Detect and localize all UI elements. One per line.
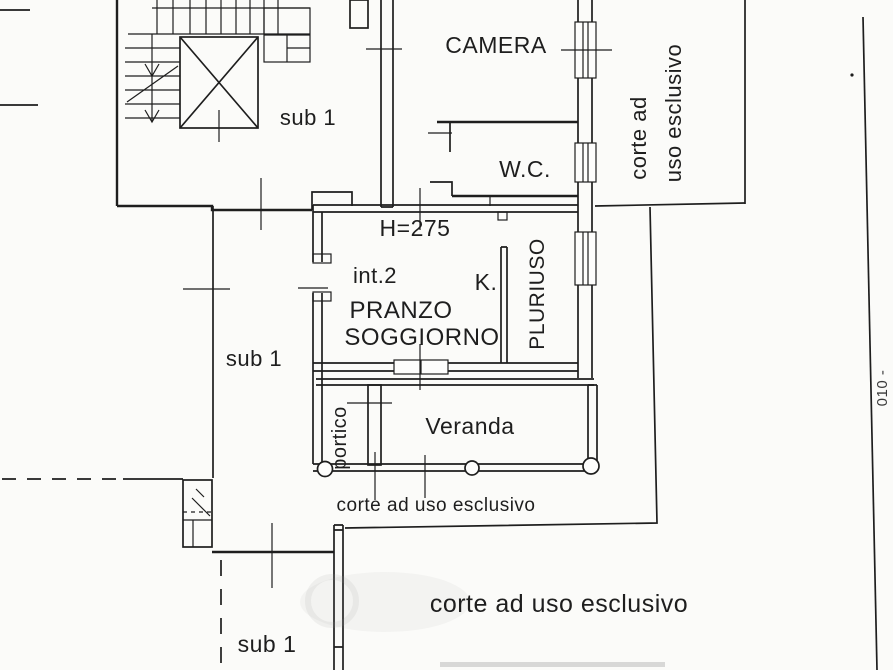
- label-kitchen: K.: [475, 269, 498, 295]
- boundary: [344, 206, 658, 529]
- lift-shaft-cross: [179, 36, 259, 129]
- partition-wall: [500, 246, 508, 363]
- label-sub1-corridor: sub 1: [226, 346, 282, 371]
- label-unit-number: int.2: [353, 263, 397, 288]
- pillar: [182, 479, 213, 548]
- label-corte-bottom: corte ad uso esclusivo: [430, 590, 688, 618]
- label-pranzo: PRANZO: [349, 297, 452, 324]
- column: [464, 460, 480, 476]
- south-wall: [313, 463, 597, 472]
- label-wc: W.C.: [499, 156, 551, 182]
- wc-room: W.C.: [428, 120, 578, 206]
- scan-smudge: [440, 662, 665, 667]
- ink-speck: [850, 73, 854, 77]
- label-corte-right-2: uso esclusivo: [661, 44, 686, 183]
- southwest-area: sub 1: [2, 478, 344, 670]
- stair-landing-divisions: [264, 34, 310, 62]
- watermark-ring: [305, 574, 359, 628]
- label-pluriuso: PLURIUSO: [526, 238, 549, 349]
- main-unit: H=275 int.2 K. PRANZO SOGGIORNO PLURIUSO: [312, 188, 578, 390]
- wall: [380, 0, 394, 208]
- thick-wall: [333, 524, 344, 670]
- label-sub1-court: sub 1: [238, 631, 297, 657]
- stair-arrow: [144, 109, 160, 124]
- label-soggiorno: SOGGIORNO: [344, 324, 499, 351]
- duct: [349, 0, 369, 29]
- edge-fragment: [0, 9, 38, 106]
- margin-note: 010 -: [874, 370, 891, 407]
- label-camera: CAMERA: [445, 32, 547, 58]
- door-swing: [191, 488, 211, 517]
- window: [574, 231, 597, 286]
- label-portico: portico: [329, 406, 351, 470]
- pillar-inner: [183, 519, 212, 547]
- wall-notch: [311, 191, 353, 210]
- label-corte-right-1: corte ad: [626, 96, 651, 180]
- stair-diagonal: [126, 65, 179, 103]
- veranda-portico: portico Veranda: [312, 378, 600, 500]
- column: [316, 460, 334, 478]
- north-wall: [312, 204, 578, 213]
- stair-arrow: [144, 63, 160, 78]
- east-wall: [587, 384, 598, 464]
- door-jamb: [497, 211, 508, 221]
- label-corte-strip: corte ad uso esclusivo: [337, 495, 536, 516]
- door-jamb: [312, 253, 332, 264]
- watermark: [300, 572, 470, 632]
- label-height: H=275: [380, 215, 451, 241]
- west-wall: [312, 212, 323, 378]
- courtyard-top-right: corte ad uso esclusivo: [594, 0, 854, 207]
- property-line: [862, 16, 878, 670]
- wall: [117, 204, 312, 212]
- west-wall: [312, 378, 323, 464]
- courtyard-boundaries: [344, 16, 878, 670]
- north-wall: [316, 378, 594, 386]
- label-sub1-stairwell: sub 1: [280, 105, 336, 130]
- door-jamb: [312, 291, 332, 302]
- wall-step: [430, 181, 453, 196]
- window: [393, 359, 449, 375]
- window: [574, 142, 597, 183]
- camera-room: CAMERA: [366, 0, 612, 378]
- label-veranda: Veranda: [425, 413, 514, 439]
- column: [582, 457, 600, 475]
- boundary: [594, 202, 746, 207]
- corridor-sub1: sub 1: [183, 206, 328, 478]
- courtyard-texts: corte ad uso esclusivo corte ad uso escl…: [300, 370, 891, 667]
- stair-treads-top: [156, 0, 279, 34]
- stairwell-block: sub 1: [0, 0, 394, 230]
